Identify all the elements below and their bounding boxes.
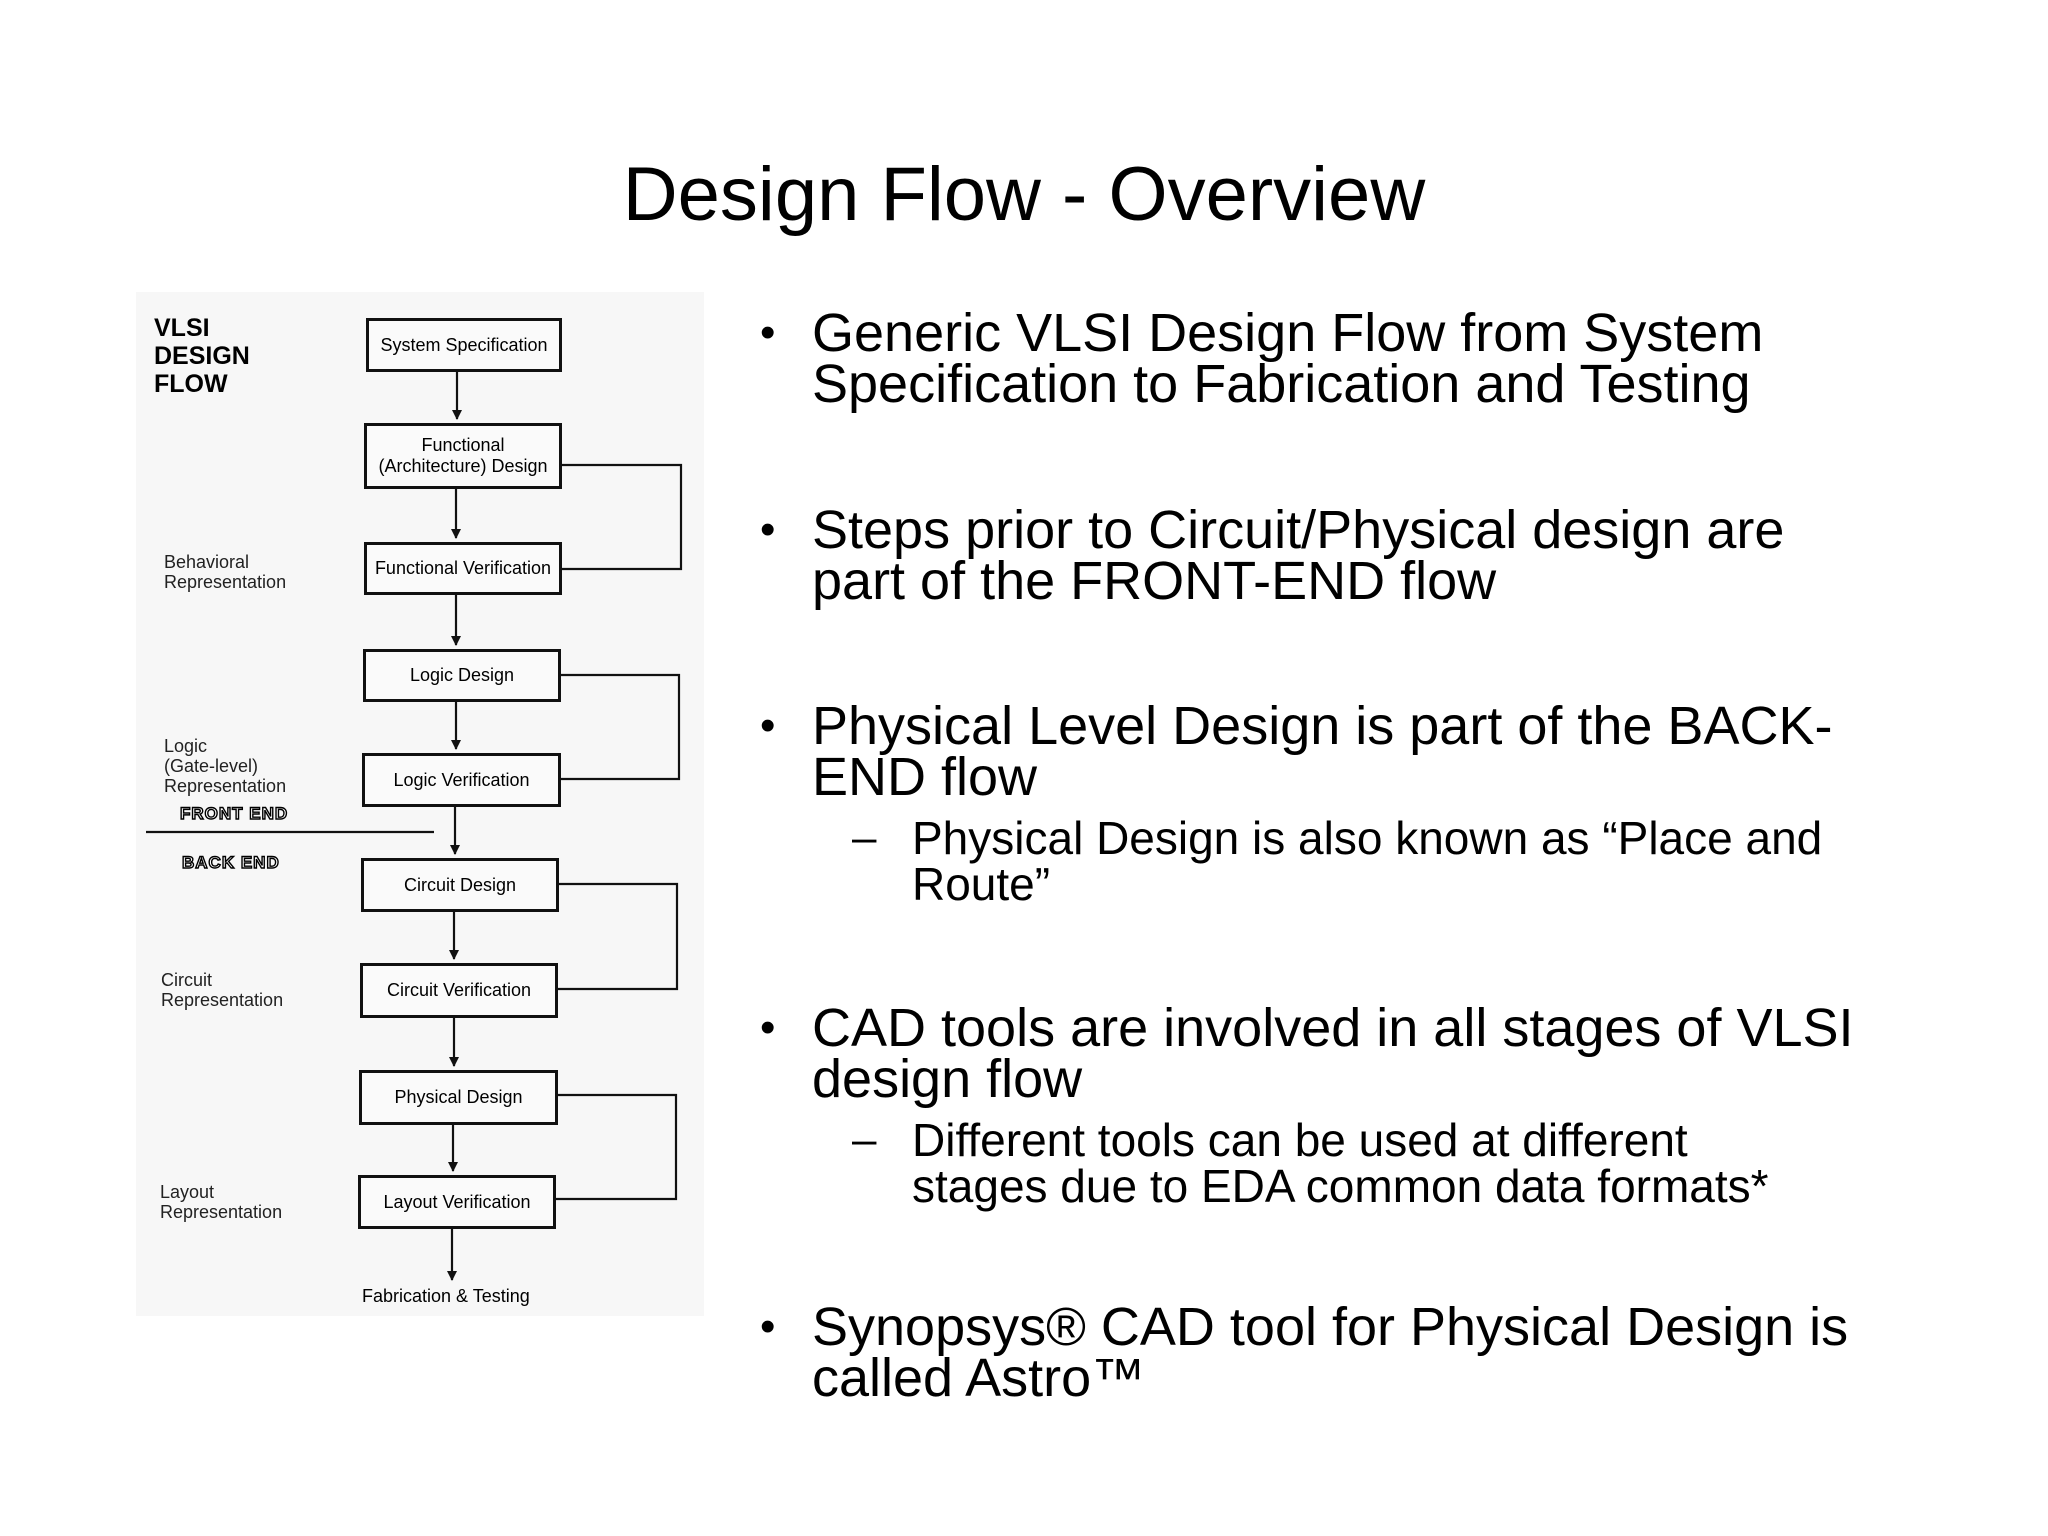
figure-title-line: FLOW bbox=[154, 370, 228, 398]
bullet-icon: • bbox=[760, 701, 776, 750]
rep-logic: Logic (Gate-level) Representation bbox=[164, 736, 287, 796]
figure-title-line: DESIGN bbox=[154, 342, 250, 370]
rep-layout: Layout Representation bbox=[160, 1182, 283, 1222]
bullet-icon: • bbox=[760, 308, 776, 357]
box-logic-design: Logic Design bbox=[363, 649, 561, 702]
rep-behavioral: Behavioral Representation bbox=[164, 552, 287, 592]
fabrication-testing-label: Fabrication & Testing bbox=[362, 1286, 530, 1306]
box-physical-design: Physical Design bbox=[359, 1070, 558, 1125]
bullet-icon: • bbox=[760, 505, 776, 554]
feedback-loop-physical bbox=[533, 1090, 678, 1201]
figure-title: VLSI DESIGN FLOW bbox=[154, 314, 250, 398]
dash-icon: – bbox=[852, 813, 877, 862]
figure-title-line: VLSI bbox=[154, 314, 210, 342]
box-layout-verification: Layout Verification bbox=[358, 1175, 556, 1229]
bullet-text: CAD tools are involved in all stages of … bbox=[812, 998, 1854, 1109]
sub-bullet-text: Different tools can be used at different… bbox=[912, 1114, 1769, 1212]
box-circuit-design: Circuit Design bbox=[361, 858, 559, 912]
bullet-text: Steps prior to Circuit/Physical design a… bbox=[812, 500, 1785, 611]
bullet-text: Generic VLSI Design Flow from System Spe… bbox=[812, 303, 1764, 414]
feedback-loop-circuit bbox=[534, 879, 679, 991]
flow-connectors bbox=[146, 372, 683, 1281]
bullet-text: Synopsys® CAD tool for Physical Design i… bbox=[812, 1297, 1849, 1408]
rep-circuit: Circuit Representation bbox=[161, 970, 284, 1010]
feedback-loop-logic bbox=[536, 670, 681, 781]
box-functional-verification: Functional Verification bbox=[364, 542, 562, 595]
box-functional-design: Functional (Architecture) Design bbox=[364, 423, 562, 489]
feedback-loop-functional bbox=[536, 460, 683, 571]
box-circuit-verification: Circuit Verification bbox=[360, 963, 558, 1018]
slide-title: Design Flow - Overview bbox=[622, 152, 1426, 237]
box-logic-verification: Logic Verification bbox=[362, 753, 561, 807]
box-system-specification: System Specification bbox=[366, 318, 562, 372]
back-end-label: BACK END bbox=[181, 852, 280, 872]
sub-bullet-text: Physical Design is also known as “Place … bbox=[912, 812, 1823, 910]
bullet-icon: • bbox=[760, 1302, 776, 1351]
bullet-text: Physical Level Design is part of the BAC… bbox=[812, 696, 1833, 807]
front-end-label: FRONT END bbox=[179, 803, 289, 823]
vlsi-design-flow-figure: VLSI DESIGN FLOW System Specification Fu… bbox=[136, 292, 704, 1316]
dash-icon: – bbox=[852, 1115, 877, 1164]
bullet-icon: • bbox=[760, 1003, 776, 1052]
